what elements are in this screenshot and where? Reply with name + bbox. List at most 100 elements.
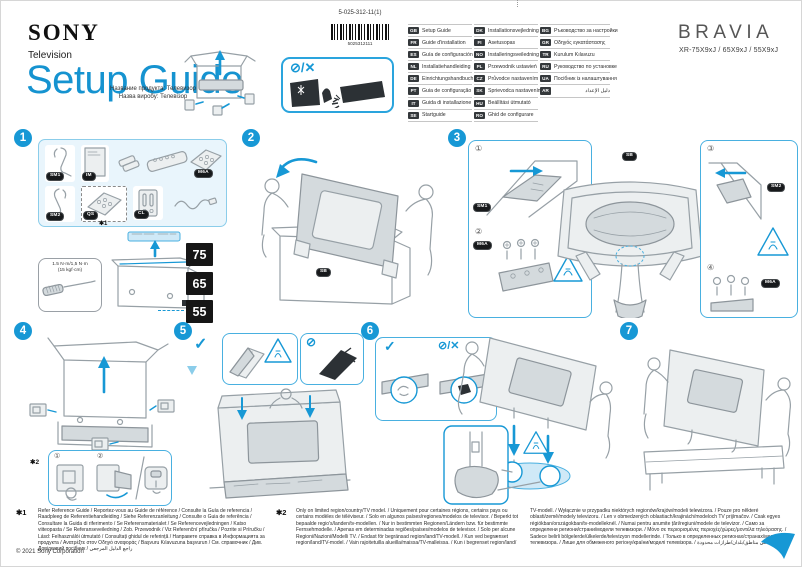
clip-grip-illustration	[56, 464, 84, 501]
parts-list-box: SM1 IM M6A	[38, 139, 227, 375]
batteries-icon	[118, 155, 140, 172]
badge-sm2: SM2	[46, 212, 65, 221]
alternative-divider	[135, 456, 145, 500]
step-6-number: 6	[361, 322, 379, 340]
step-3-number: 3	[448, 129, 466, 147]
footnote-2-text-col2: TV-modell. / Wyłącznie w przypadku niekt…	[530, 508, 787, 547]
wrong-peel-illustration	[319, 347, 357, 380]
size-55-badge: 55	[186, 300, 213, 323]
sony-swoosh-icon	[761, 532, 795, 559]
footnote-2-mark-step4: ✱2	[30, 459, 40, 466]
step-4-number: 4	[14, 322, 32, 340]
badge-sm1-step3: SM1	[473, 203, 492, 212]
stand-leg-1-icon	[53, 147, 72, 177]
product-type-label: Television	[28, 50, 72, 61]
size-75-badge: 75	[186, 243, 213, 266]
trim-mark	[517, 0, 518, 7]
step-1-number: 1	[14, 129, 32, 147]
torque-value-line1: 1.5 N·m/1,5 N·m	[52, 262, 88, 267]
handling-warning-box: ⊘/✕	[281, 57, 394, 113]
substep-2-digit: ②	[475, 227, 483, 236]
torque-note: 1.5 N·m/1,5 N·m (15 kgf·cm)	[38, 258, 102, 312]
badge-cl: CL	[134, 210, 149, 219]
corner-sheet-illustration	[229, 347, 265, 379]
lang-code-badge: GB	[408, 27, 419, 35]
no-peel-panel: ⊘	[300, 333, 364, 385]
screwdriver-icon	[42, 280, 96, 297]
badge-m6a: M6A	[194, 169, 213, 178]
sony-logo: SONY	[28, 20, 100, 45]
correct-grip-illustration	[381, 373, 429, 404]
wrong-grip-symbols: ⊘/✕	[438, 340, 460, 352]
substep-2-digit: ②	[97, 453, 104, 460]
screws-illustration-right	[710, 274, 754, 312]
remote-icon	[146, 151, 188, 172]
badge-m6a-step3-left: M6A	[473, 241, 492, 250]
prohibited-icon: ⊘/✕	[290, 60, 316, 75]
place-tv-on-cabinet-illustration	[643, 349, 791, 491]
badge-sb-step3: SB	[622, 152, 638, 161]
unboxing-overview-illustration	[184, 50, 256, 116]
cover-clips-icon	[138, 189, 158, 217]
caution-triangle-icon	[264, 338, 292, 363]
step-7-number: 7	[620, 322, 638, 340]
footnote-1-text: Refer Reference Guide / Reportez-vous au…	[38, 508, 265, 553]
badge-m6a-step3-right: M6A	[761, 279, 780, 288]
footnote-1-mark: ✱1	[99, 221, 108, 227]
product-name-ua: Назва виробу: Телевізор	[118, 93, 188, 100]
badge-sb-step2: SB	[316, 268, 332, 277]
tv-facedown-top-view	[557, 181, 703, 318]
screw-bag-icon	[87, 192, 122, 216]
correct-grip-check: ✓	[384, 338, 396, 354]
step-2-number: 2	[242, 129, 260, 147]
part-cell: SM2	[45, 186, 75, 222]
part-cell: SM1	[45, 145, 75, 182]
barcode-digits: 5025312111	[347, 41, 373, 46]
part-cell: CL	[133, 186, 163, 220]
peel-protective-sheet-illustration	[209, 388, 351, 499]
clip-removal-panel: ① ②	[48, 450, 172, 506]
screw-bag-m6a: M6A	[189, 144, 223, 182]
size-65-badge: 65	[186, 272, 213, 295]
product-name-ru: Название продукта: Телевизор	[109, 86, 196, 92]
torque-value-line2: (15 kgf·cm)	[57, 268, 83, 273]
substep-3-digit: ③	[707, 144, 715, 153]
leg-attach-panel-right: ③ SM2 ④ M6A	[700, 140, 798, 318]
pointer-tail	[187, 366, 197, 375]
step-5-number: 5	[174, 322, 192, 340]
document-number: 5-025-312-11(1)	[338, 10, 382, 16]
pinch-caution-icon	[757, 227, 789, 256]
barcode	[331, 24, 389, 40]
product-names: Название продукта: Телевизор Назва вироб…	[108, 86, 198, 101]
clip-open-illustration	[96, 464, 132, 499]
badge-sm2-step3: SM2	[767, 183, 786, 192]
footnote-2-mark: ✱2	[276, 508, 287, 517]
cable-icon	[174, 197, 218, 210]
remove-box-illustration	[29, 337, 175, 451]
mount-tv-on-stand-illustration	[443, 337, 613, 505]
copyright-notice: © 2021 Sony Corporation	[16, 549, 84, 555]
footnote-2-text-col1: Only on limited region/country/TV model.…	[296, 508, 519, 547]
correct-check-step5: ✓	[194, 336, 208, 353]
bravia-logo: BRAVIA	[678, 22, 774, 43]
optional-screw-bag-qs: QS	[81, 186, 127, 222]
badge-sm1: SM1	[46, 172, 65, 181]
